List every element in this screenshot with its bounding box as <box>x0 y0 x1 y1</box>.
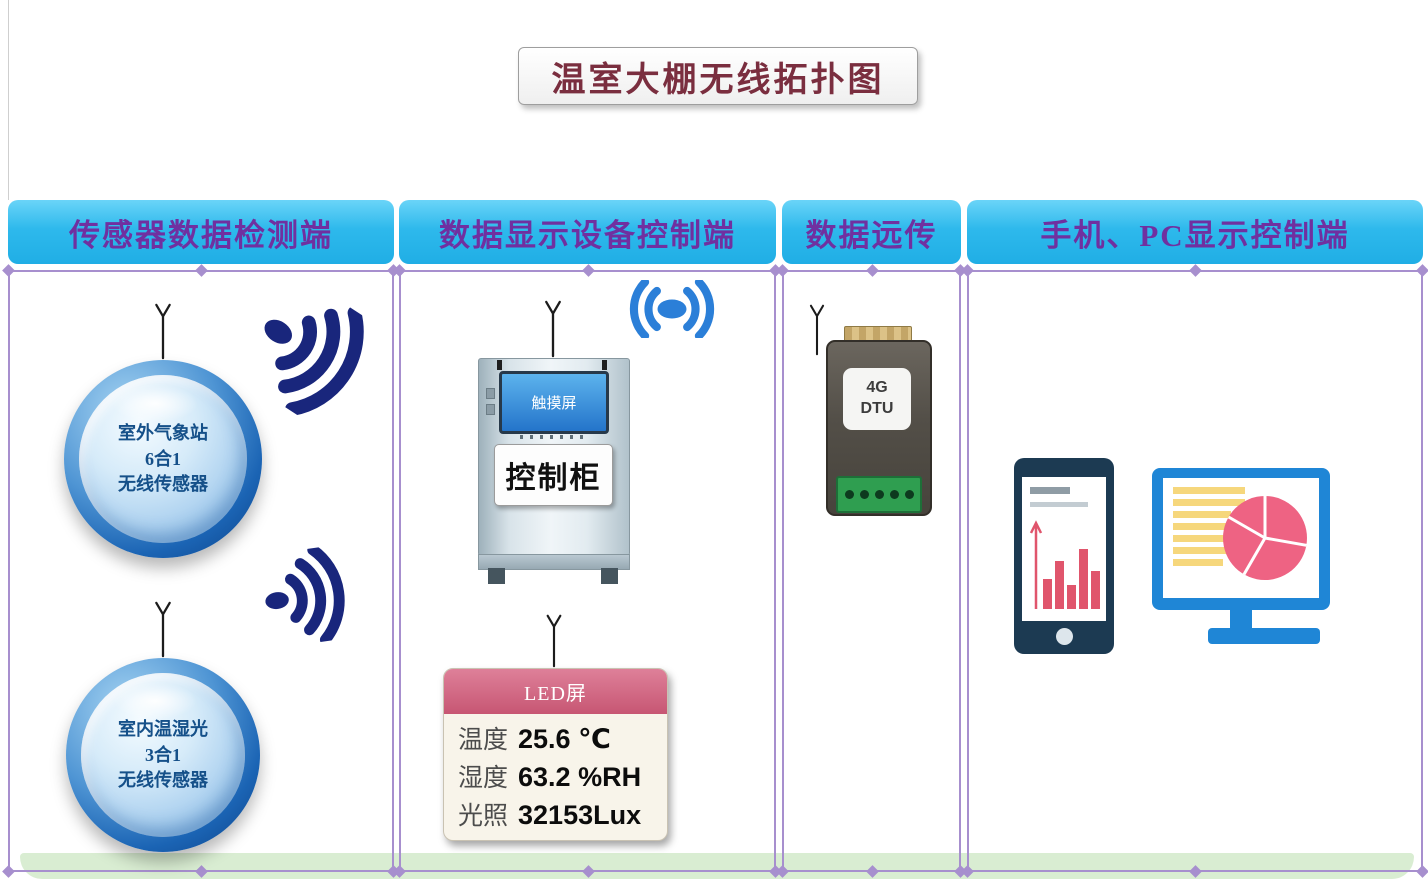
page-title: 温室大棚无线拓扑图 <box>518 47 918 105</box>
led-reading-light: 光照 32153Lux <box>458 796 667 834</box>
cabinet-vent <box>486 388 495 399</box>
antenna-icon <box>155 303 171 360</box>
phone-bar-chart-icon <box>1029 520 1100 609</box>
sensor-label-line: 室内温湿光 <box>118 719 208 740</box>
led-reading-humidity: 湿度 63.2 %RH <box>458 758 667 796</box>
canvas-bottom-border <box>20 853 1414 879</box>
antenna-icon <box>809 304 825 356</box>
frame-ornament <box>2 865 15 878</box>
dtu-terminal-pin <box>874 490 884 499</box>
monitor-frame <box>1152 468 1330 610</box>
monitor-text-line <box>1173 559 1223 566</box>
dtu-label-line1: 4G <box>866 379 888 397</box>
frame-ornament <box>1416 865 1428 878</box>
monitor-text-line <box>1173 499 1245 506</box>
led-reading-temperature: 温度 25.6 ℃ <box>458 720 667 758</box>
column-frame-phone-pc <box>961 264 1428 878</box>
monitor-stand <box>1208 628 1320 644</box>
frame-ornament <box>581 264 595 277</box>
sensor-label-line: 室外气象站 <box>118 423 208 444</box>
led-panel-readings: 温度 25.6 ℃ 湿度 63.2 %RH 光照 32153Lux <box>444 714 667 834</box>
led-reading-value: 63.2 %RH <box>518 762 642 792</box>
column-frame-remote-transfer <box>776 264 967 878</box>
smartphone <box>1014 458 1114 654</box>
monitor-text-line <box>1173 523 1245 530</box>
cabinet-leg <box>488 568 505 584</box>
antenna-icon <box>155 601 171 658</box>
cabinet-base <box>478 554 630 570</box>
dtu-terminal-block <box>836 476 922 513</box>
sensor-label-line: 3合1 <box>145 744 181 765</box>
column-header-remote-transfer: 数据远传 <box>782 200 961 264</box>
monitor-neck <box>1230 610 1252 628</box>
sensor-node-face: 室内温湿光 3合1 无线传感器 <box>81 673 245 837</box>
column-header-phone-pc: 手机、PC显示控制端 <box>967 200 1423 264</box>
frame-ornament <box>2 264 15 277</box>
dtu-terminal-pin <box>859 490 869 499</box>
cabinet-vent <box>486 404 495 415</box>
wireless-signal-icon <box>265 544 345 646</box>
phone-home-button <box>1056 628 1073 645</box>
monitor-text-lines <box>1173 487 1247 571</box>
sensor-node-face: 室外气象站 6合1 无线传感器 <box>79 375 247 543</box>
monitor-text-line <box>1173 511 1231 518</box>
led-panel-title: LED屏 <box>444 669 667 714</box>
dtu-terminal-pin <box>904 490 914 499</box>
monitor-text-line <box>1173 547 1245 554</box>
frame-ornament <box>1416 264 1428 277</box>
dtu-label-line2: DTU <box>860 400 894 417</box>
sensor-label-line: 无线传感器 <box>118 474 208 495</box>
cabinet-vent-dots <box>520 435 586 439</box>
page-title-text: 温室大棚无线拓扑图 <box>551 61 885 99</box>
sensor-node-outdoor: 室外气象站 6合1 无线传感器 <box>64 360 262 558</box>
cabinet-bolt <box>497 360 502 370</box>
cabinet-nameplate-text: 控制柜 <box>505 462 602 495</box>
dtu-label: 4G DTU <box>843 368 911 430</box>
led-reading-value: 32153Lux <box>518 800 642 830</box>
column-header-sensors: 传感器数据检测端 <box>8 200 394 264</box>
frame-ornament <box>1189 264 1202 277</box>
led-reading-label: 光照 <box>458 803 509 830</box>
cabinet-nameplate: 控制柜 <box>494 444 613 506</box>
touch-screen-label: 触摸屏 <box>531 396 577 412</box>
sensor-node-indoor: 室内温湿光 3合1 无线传感器 <box>66 658 260 852</box>
cabinet-bolt <box>602 360 607 370</box>
phone-text-line <box>1030 502 1088 507</box>
dtu-terminal-pin <box>844 490 854 499</box>
monitor-text-line <box>1173 487 1245 494</box>
frame-ornament <box>865 264 879 277</box>
touch-screen: 触摸屏 <box>499 371 609 434</box>
column-frame-sensors <box>2 264 400 878</box>
phone-text-line <box>1030 487 1070 494</box>
column-header-display-control: 数据显示设备控制端 <box>399 200 776 264</box>
frame-ornament <box>195 264 208 277</box>
led-reading-value: 25.6 ℃ <box>518 724 611 754</box>
control-cabinet: 触摸屏 控制柜 <box>478 358 630 584</box>
sensor-label-line: 6合1 <box>145 448 181 469</box>
led-reading-label: 湿度 <box>458 765 509 792</box>
dtu-4g-device: 4G DTU <box>826 326 932 516</box>
sensor-label-line: 无线传感器 <box>118 770 208 791</box>
canvas-left-edge <box>8 0 9 200</box>
led-display-panel: LED屏 温度 25.6 ℃ 湿度 63.2 %RH 光照 32153Lux <box>443 668 668 841</box>
antenna-icon <box>546 614 562 668</box>
column-frame-display-control <box>393 264 782 878</box>
monitor-screen <box>1163 478 1319 598</box>
wireless-signal-icon <box>264 305 364 417</box>
antenna-icon <box>545 300 561 358</box>
wifi-signal-icon <box>629 280 715 338</box>
phone-screen <box>1022 477 1106 621</box>
dtu-terminal-pin <box>889 490 899 499</box>
monitor-pie-chart-icon <box>1223 496 1307 580</box>
monitor-text-line <box>1173 535 1237 542</box>
desktop-monitor <box>1152 468 1330 646</box>
led-reading-label: 温度 <box>458 727 509 754</box>
cabinet-leg <box>601 568 618 584</box>
